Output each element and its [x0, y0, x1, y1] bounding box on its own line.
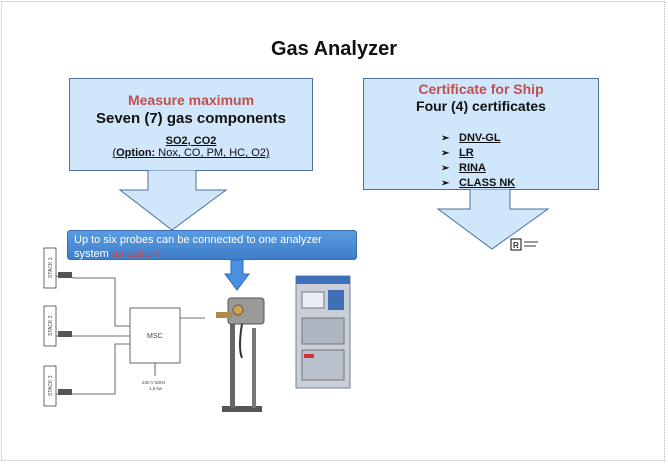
right-down-arrow	[436, 189, 550, 250]
measure-callout: Measure maximum Seven (7) gas components…	[69, 78, 313, 171]
certificate-item: ➢RINA	[441, 162, 486, 174]
stack-3-label: STACK 3	[48, 375, 54, 396]
svg-text:R: R	[513, 241, 519, 250]
msc-label: MSC	[147, 333, 163, 340]
lr-logo-icon: R	[510, 238, 538, 251]
gases-label: SO2, CO2	[165, 135, 217, 147]
bullet-icon: ➢	[441, 163, 450, 174]
probe-banner: Up to six probes can be connected to one…	[67, 230, 357, 260]
measure-heading: Measure maximum	[127, 92, 255, 108]
power-label: 230 V 50Hz	[142, 380, 166, 385]
bullet-icon: ➢	[441, 178, 450, 189]
blue-down-arrow-icon	[224, 260, 250, 291]
stack-1-label: STACK 1	[48, 257, 54, 278]
certificate-item: ➢DNV-GL	[441, 132, 501, 144]
page-title: Gas Analyzer	[271, 38, 397, 60]
power2-label: 1,5 kw	[149, 386, 163, 391]
certificate-heading: Certificate for Ship	[418, 81, 544, 97]
option-open: (	[112, 147, 117, 159]
measure-main: Seven (7) gas components	[95, 110, 287, 127]
certificate-callout: Certificate for Ship Four (4) certificat…	[363, 78, 599, 190]
certificate-item: ➢CLASS NK	[441, 177, 516, 189]
option-text: Nox, CO, PM, HC, O2)	[155, 147, 270, 159]
analyzer-cabinet-image	[295, 275, 351, 389]
option-label: Option:	[116, 147, 156, 159]
certificate-list: ➢DNV-GL ➢LR ➢RINA ➢CLASS NK	[441, 131, 515, 191]
probe-schematic-diagram: STACK 1 STACK 2 STACK 3 MSC 230 V 50Hz 1…	[43, 247, 205, 407]
stack-2-label: STACK 2	[48, 315, 54, 336]
bullet-icon: ➢	[441, 133, 450, 144]
left-down-arrow	[118, 170, 228, 231]
banner-option-highlight: as option!	[111, 248, 160, 260]
bullet-icon: ➢	[441, 148, 450, 159]
certificate-main: Four (4) certificates	[416, 98, 546, 114]
certificate-item: ➢LR	[441, 147, 474, 159]
probe-stand-image	[216, 297, 265, 412]
banner-line2: system as option!	[74, 248, 160, 260]
option-line: (Option: Nox, CO, PM, HC, O2)	[70, 147, 312, 159]
banner-line1: Up to six probes can be connected to one…	[74, 234, 322, 246]
